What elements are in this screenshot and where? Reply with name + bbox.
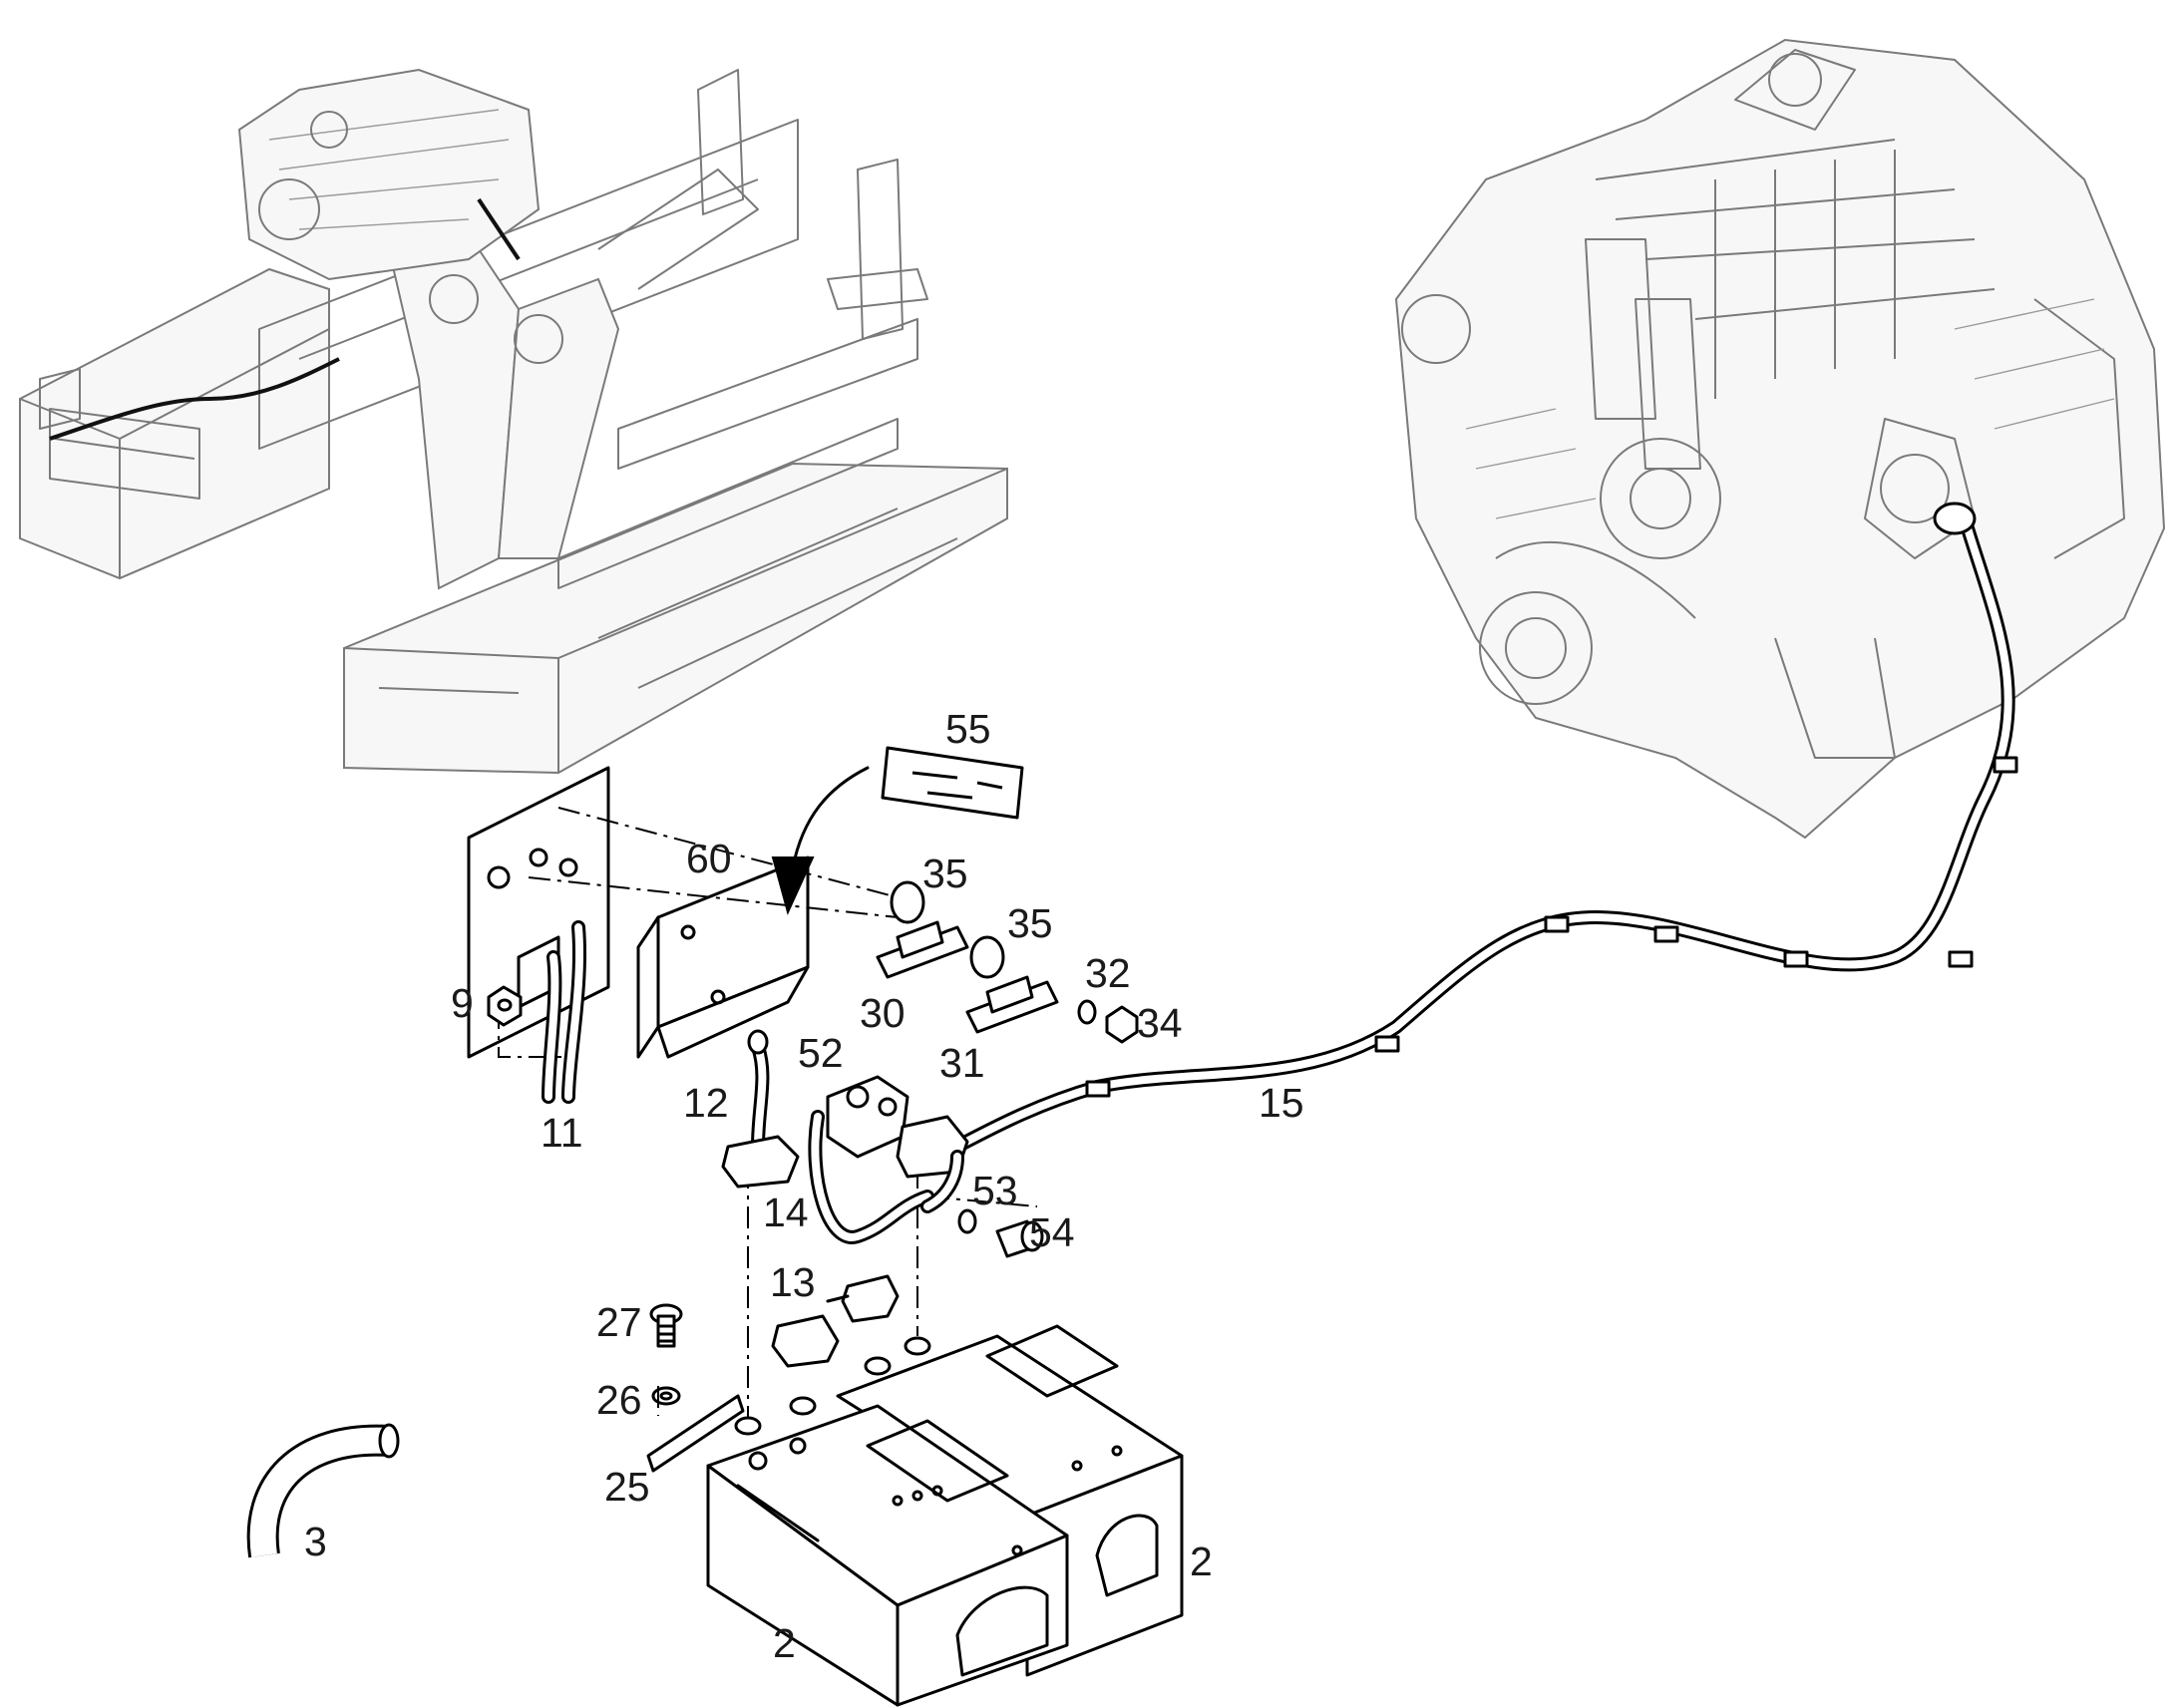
callout-35b: 35 bbox=[1007, 900, 1053, 946]
nut-34 bbox=[1105, 1005, 1139, 1044]
screw-54 bbox=[995, 1219, 1044, 1258]
battery-terminals bbox=[734, 1336, 931, 1436]
callout-12: 12 bbox=[683, 1080, 729, 1126]
nut-9 bbox=[487, 985, 523, 1027]
engine-context bbox=[1394, 38, 2166, 840]
callout-55: 55 bbox=[945, 706, 991, 752]
callout-13: 13 bbox=[770, 1259, 816, 1305]
cable-11 bbox=[542, 920, 587, 1104]
callout-2-bottom: 2 bbox=[773, 1620, 796, 1666]
label-55 bbox=[881, 746, 1024, 820]
callout-35a: 35 bbox=[922, 851, 968, 896]
callout-11: 11 bbox=[541, 1110, 583, 1156]
spacer-35-b bbox=[969, 935, 1005, 979]
callout-25: 25 bbox=[604, 1464, 650, 1510]
washer-53 bbox=[957, 1208, 977, 1234]
callout-60: 60 bbox=[686, 836, 732, 881]
callout-54: 54 bbox=[1029, 1209, 1075, 1255]
callout-15: 15 bbox=[1259, 1080, 1304, 1126]
relay-52 bbox=[808, 1075, 969, 1244]
callout-53: 53 bbox=[972, 1168, 1018, 1213]
callout-9: 9 bbox=[451, 980, 474, 1026]
callout-14: 14 bbox=[763, 1190, 809, 1235]
callout-30: 30 bbox=[860, 990, 906, 1036]
callout-3: 3 bbox=[304, 1519, 327, 1564]
machine-frame-context bbox=[19, 68, 1008, 775]
screw-27 bbox=[649, 1303, 683, 1348]
callout-2-right: 2 bbox=[1190, 1538, 1213, 1584]
protective-hose-3 bbox=[246, 1423, 400, 1558]
callout-52: 52 bbox=[798, 1030, 844, 1076]
cable-12 bbox=[747, 1029, 770, 1154]
spacer-35-a bbox=[890, 880, 925, 924]
battery-front bbox=[706, 1404, 1069, 1707]
terminal-cover-14 bbox=[721, 1135, 800, 1189]
bracket-60 bbox=[636, 855, 810, 1059]
fuse-31 bbox=[965, 975, 1059, 1034]
terminal-cover-13 bbox=[771, 1274, 900, 1368]
battery-to-starter-cable bbox=[930, 502, 2018, 1164]
callout-31: 31 bbox=[939, 1040, 985, 1086]
callout-27: 27 bbox=[596, 1299, 642, 1345]
callout-26: 26 bbox=[596, 1377, 642, 1423]
fuse-30 bbox=[876, 920, 969, 979]
callout-32: 32 bbox=[1085, 950, 1131, 996]
washer-32 bbox=[1077, 999, 1097, 1025]
washer-26 bbox=[651, 1386, 681, 1406]
callout-labels: 55 60 35 35 32 30 34 9 31 52 12 15 11 53… bbox=[304, 706, 1304, 1666]
insulating-strip-25 bbox=[646, 1394, 745, 1473]
callout-arrow bbox=[771, 766, 870, 915]
callout-34: 34 bbox=[1137, 1000, 1183, 1046]
